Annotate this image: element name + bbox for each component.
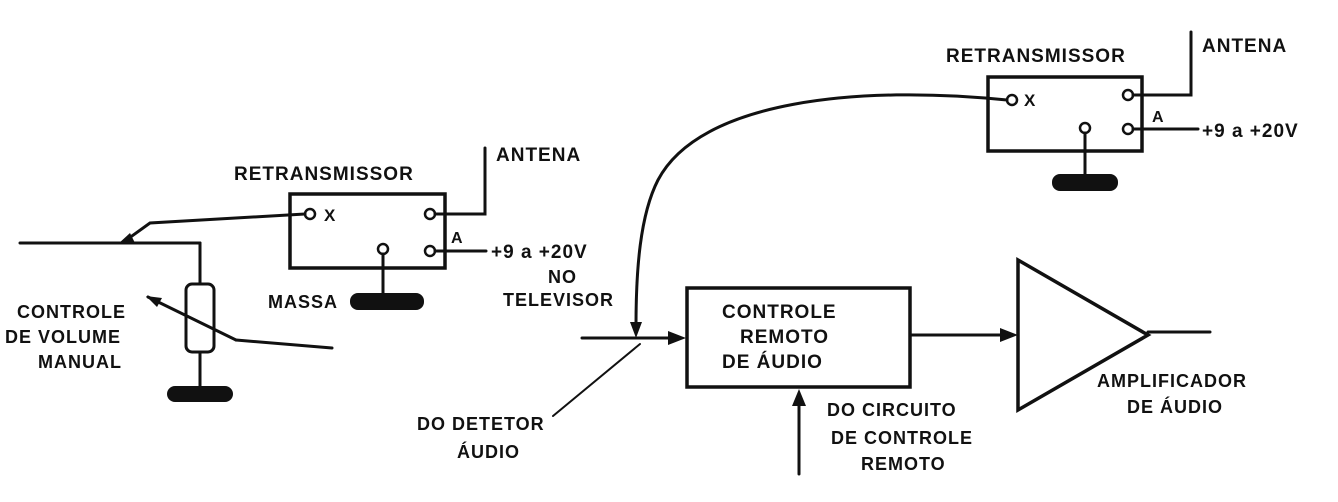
detector-signal-arrow-icon (668, 331, 686, 345)
right-retransmissor-label: RETRANSMISSOR (946, 46, 1126, 67)
audio-amplifier-triangle-icon (1016, 256, 1152, 414)
amplifier-line-2: DE ÁUDIO (1127, 396, 1223, 417)
right-antenna-label: ANTENA (1202, 36, 1287, 57)
pot-ground-icon (167, 386, 233, 402)
left-televisor-label: TELEVISOR (503, 290, 614, 310)
right-voltage-label: +9 a +20V (1202, 121, 1299, 142)
volume-control-line-3: MANUAL (38, 352, 122, 372)
left-antenna-wire (433, 146, 487, 216)
right-x-label: X (1024, 91, 1036, 110)
remote-audio-control-block (685, 286, 912, 389)
detector-line-2: ÁUDIO (457, 441, 520, 462)
right-ground-icon (1052, 174, 1118, 191)
left-antenna-label: ANTENA (496, 145, 581, 166)
detector-line-1: DO DETETOR (417, 414, 545, 434)
massa-ground-icon (350, 293, 424, 310)
left-x-output-wire (123, 212, 307, 243)
right-retransmissor-box (986, 75, 1144, 153)
pot-wiper-diagonal (146, 295, 238, 342)
massa-label: MASSA (268, 292, 338, 312)
right-antenna-wire (1131, 30, 1193, 97)
remote-circuit-input-arrow-icon (792, 389, 806, 406)
right-circuit: RETRANSMISSOR X ANTENA A +9 a +20V CONTR… (417, 30, 1299, 476)
remote-circuit-line-2: DE CONTROLE (831, 428, 973, 448)
right-a-label: A (1152, 109, 1165, 126)
pot-wiper-line (234, 338, 334, 350)
left-x-label: X (324, 206, 336, 225)
left-no-label: NO (548, 267, 577, 287)
right-x-curve-arrow-icon (630, 322, 642, 338)
remote-block-line-3: DE ÁUDIO (722, 351, 823, 373)
remote-circuit-line-3: REMOTO (861, 454, 946, 474)
left-circuit: X ANTENA RETRANSMISSOR A +9 a +20V NO TE… (5, 145, 614, 402)
amplifier-line-1: AMPLIFICADOR (1097, 371, 1247, 391)
left-retransmissor-label: RETRANSMISSOR (234, 164, 414, 185)
remote-circuit-line-1: DO CIRCUITO (827, 400, 957, 420)
volume-control-line-1: CONTROLE (17, 302, 126, 322)
right-x-curve-wire (634, 93, 1009, 328)
remote-block-line-2: REMOTO (740, 327, 829, 348)
left-x-output-arrow-icon (118, 233, 135, 244)
volume-control-line-2: DE VOLUME (5, 327, 121, 347)
pot-wiper-arrow-icon (146, 296, 162, 307)
amplifier-input-arrow-icon (1000, 328, 1018, 342)
remote-block-line-1: CONTROLE (722, 302, 837, 323)
detector-leader-line (552, 343, 641, 417)
left-retransmissor-box (288, 192, 447, 270)
left-a-label: A (451, 230, 464, 247)
left-voltage-label: +9 a +20V (491, 242, 588, 263)
